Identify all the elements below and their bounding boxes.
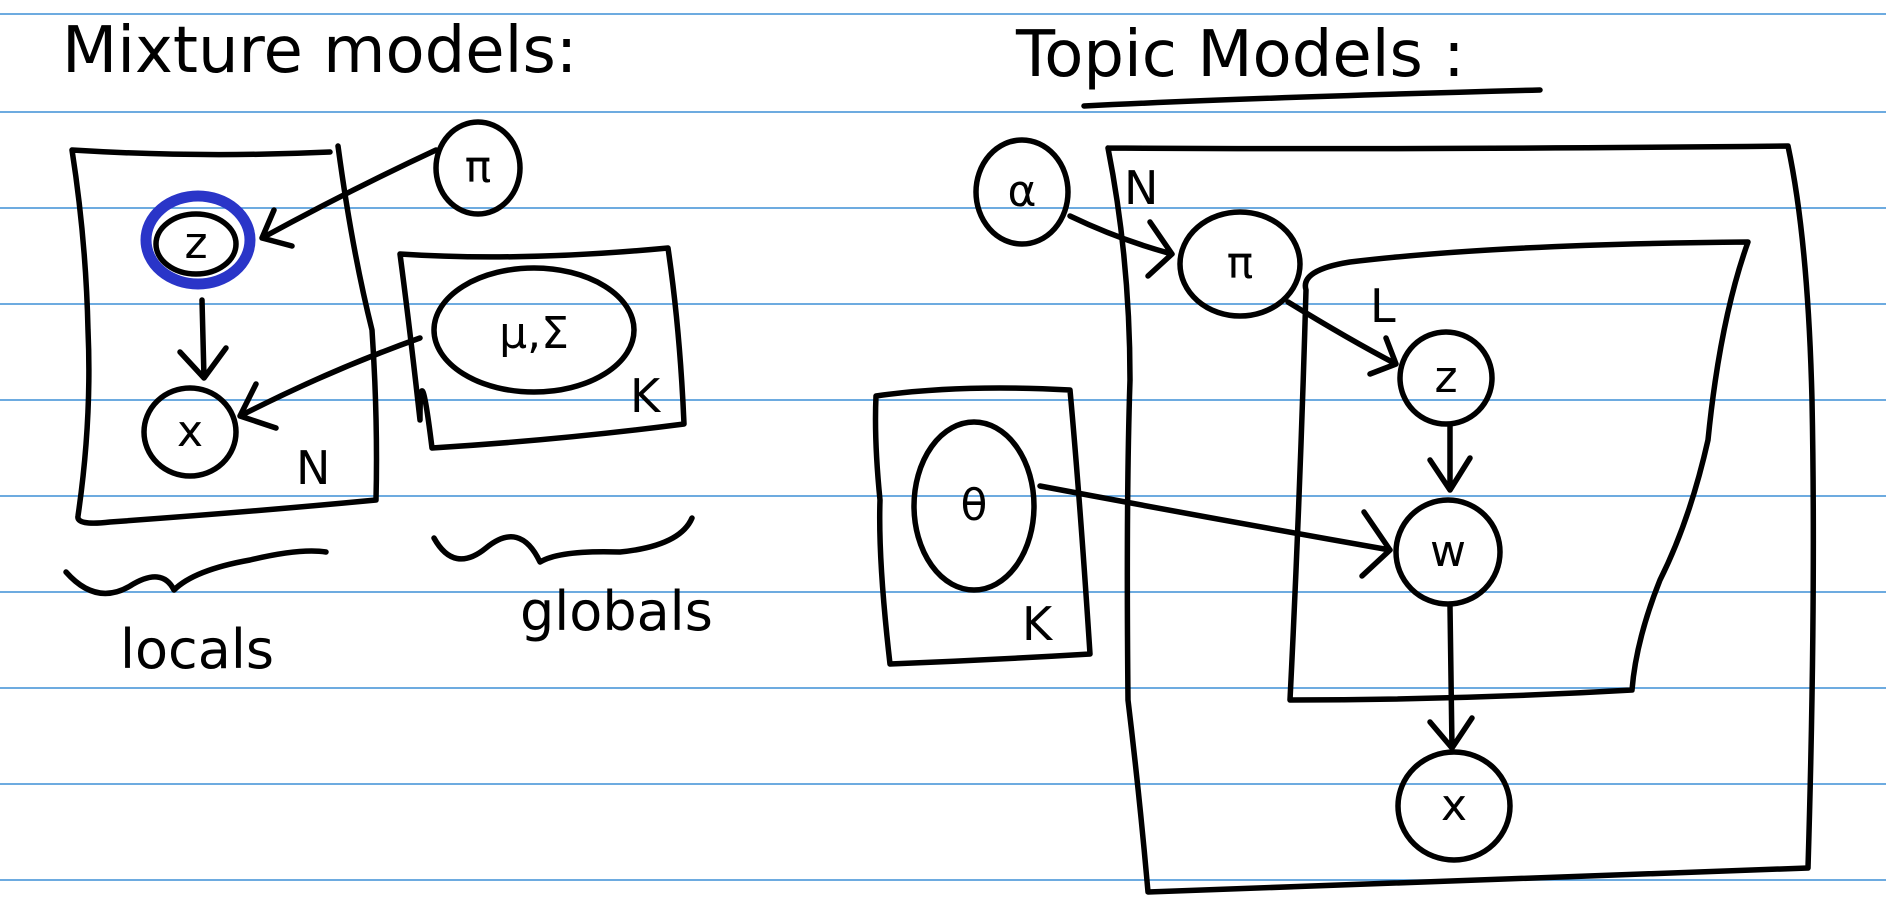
pi-node-topic (1177, 209, 1303, 319)
ruled-lines (0, 13, 1886, 881)
plate-label-k-mixture: K (630, 369, 662, 423)
edge-pi-to-z-topic (1285, 299, 1399, 377)
label-locals: locals (120, 618, 274, 681)
plate-label-n-topic: N (1124, 161, 1158, 215)
brace-globals (431, 515, 695, 565)
pi-symbol-topic: π (1227, 238, 1254, 289)
edge-w-to-x (1427, 603, 1475, 751)
plate-k-mixture (397, 245, 687, 451)
brace-locals (63, 548, 329, 597)
alpha-node (973, 137, 1071, 247)
pi-node-mixture (433, 119, 523, 217)
theta-symbol: θ (961, 480, 988, 531)
x-node-mixture (141, 385, 239, 479)
x-symbol-topic: x (1441, 780, 1467, 831)
title-underline (1081, 87, 1543, 109)
z-node-topic (1397, 329, 1495, 427)
x-symbol-mixture: x (177, 406, 203, 457)
label-globals: globals (520, 580, 713, 643)
plate-n-topic (1105, 143, 1817, 895)
plate-label-l-topic: L (1370, 279, 1396, 333)
x-node-topic (1395, 749, 1513, 863)
plate-label-n-mixture: N (296, 441, 330, 495)
pi-symbol-mixture: π (465, 142, 492, 193)
theta-node (911, 419, 1037, 593)
topic-models-title: Topic Models : (1015, 18, 1465, 92)
edge-alpha-to-pi (1067, 213, 1175, 279)
mu-sigma-symbol: μ,Σ (499, 308, 569, 359)
z-symbol-mixture: z (184, 218, 207, 269)
edge-z-to-w (1427, 423, 1473, 493)
edge-theta-to-w (1037, 483, 1393, 579)
plate-l-topic (1287, 239, 1751, 703)
w-node (1393, 497, 1503, 607)
z-symbol-topic: z (1434, 352, 1457, 403)
edge-pi-to-z-mixture (259, 147, 439, 249)
z-node-mixture (153, 211, 239, 277)
edge-musigma-to-x (237, 335, 423, 431)
plate-n-mixture (69, 143, 380, 526)
w-symbol: w (1430, 526, 1466, 577)
plate-k-topic (872, 385, 1093, 667)
edge-z-to-x-mixture (177, 297, 229, 381)
plate-label-k-topic: K (1022, 597, 1054, 651)
z-node-highlight (140, 190, 256, 290)
alpha-symbol: α (1007, 166, 1036, 217)
mixture-models-title: Mixture models: (62, 14, 577, 88)
mu-sigma-node (431, 265, 637, 395)
